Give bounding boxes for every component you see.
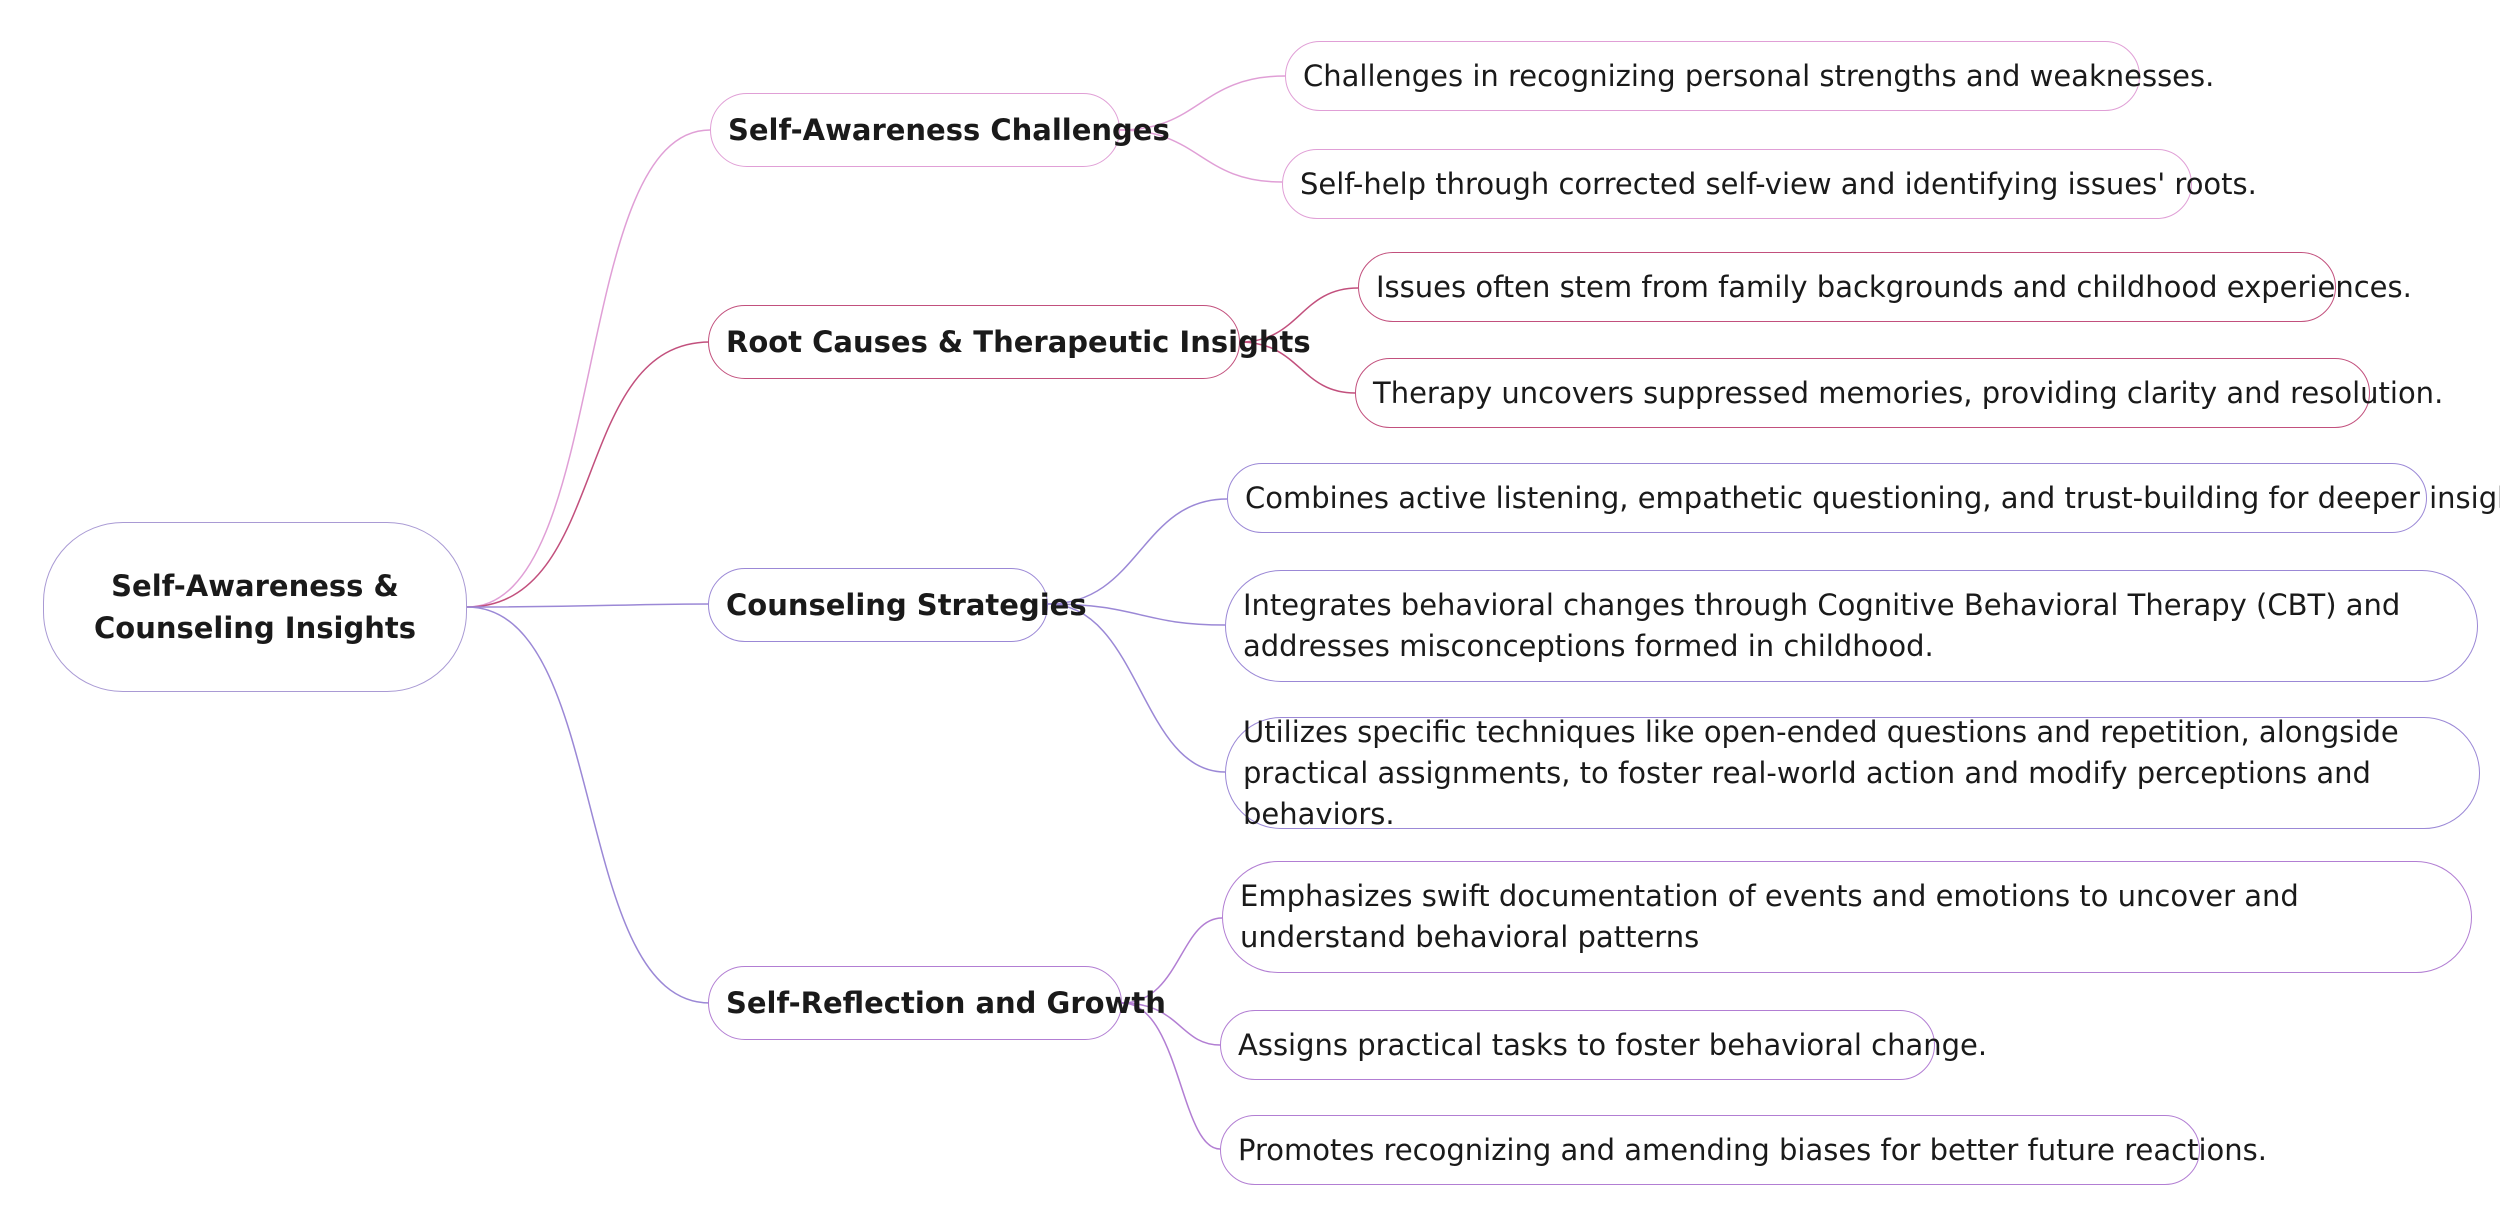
leaf-text: Promotes recognizing and amending biases… bbox=[1238, 1132, 2267, 1167]
leaf-node[interactable]: Issues often stem from family background… bbox=[1358, 252, 2412, 322]
branch-counseling-strategies[interactable]: Counseling Strategies bbox=[708, 568, 1087, 642]
leaf-node[interactable]: Integrates behavioral changes through Co… bbox=[1225, 570, 2478, 682]
branch-label: Self-Reflection and Growth bbox=[726, 986, 1166, 1020]
leaf-text: Challenges in recognizing personal stren… bbox=[1303, 58, 2215, 93]
branch-root-causes-therapeutic-insights[interactable]: Root Causes & Therapeutic Insights bbox=[708, 305, 1311, 379]
leaf-text: Assigns practical tasks to foster behavi… bbox=[1238, 1027, 1988, 1062]
leaf-text: Issues often stem from family background… bbox=[1376, 269, 2412, 304]
branch-label: Self-Awareness Challenges bbox=[728, 113, 1170, 147]
leaf-text: Integrates behavioral changes through Co… bbox=[1243, 588, 2401, 663]
leaf-text: Utilizes specific techniques like open-e… bbox=[1243, 714, 2399, 831]
link-root-branch-1 bbox=[466, 129, 711, 608]
leaf-node[interactable]: Challenges in recognizing personal stren… bbox=[1285, 41, 2214, 111]
leaf-node[interactable]: Utilizes specific techniques like open-e… bbox=[1225, 715, 2480, 831]
leaf-node[interactable]: Combines active listening, empathetic qu… bbox=[1227, 463, 2500, 533]
link-branch-3-leaf-1 bbox=[1047, 498, 1228, 605]
link-branch-4-leaf-2 bbox=[1121, 1002, 1221, 1046]
leaf-text: Combines active listening, empathetic qu… bbox=[1245, 480, 2500, 515]
branch-label: Counseling Strategies bbox=[726, 588, 1087, 622]
leaf-node[interactable]: Assigns practical tasks to foster behavi… bbox=[1220, 1010, 1987, 1080]
root-label: Self-Awareness & Counseling Insights bbox=[94, 569, 416, 645]
link-branch-1-leaf-2 bbox=[1119, 129, 1283, 183]
leaf-node[interactable]: Self-help through corrected self-view an… bbox=[1282, 149, 2257, 219]
link-branch-3-leaf-2 bbox=[1047, 603, 1226, 626]
branch-self-awareness-challenges[interactable]: Self-Awareness Challenges bbox=[710, 93, 1170, 167]
root-node[interactable]: Self-Awareness & Counseling Insights bbox=[43, 522, 467, 692]
link-branch-4-leaf-3 bbox=[1121, 1002, 1221, 1150]
link-root-branch-3 bbox=[466, 603, 711, 608]
link-branch-4-leaf-1 bbox=[1121, 917, 1223, 1004]
leaf-node[interactable]: Promotes recognizing and amending biases… bbox=[1220, 1115, 2267, 1185]
leaf-text: Self-help through corrected self-view an… bbox=[1300, 166, 2257, 201]
link-branch-3-leaf-3 bbox=[1047, 603, 1226, 773]
branch-label: Root Causes & Therapeutic Insights bbox=[726, 325, 1311, 359]
link-root-branch-4 bbox=[466, 606, 711, 1004]
link-branch-2-leaf-1 bbox=[1239, 287, 1359, 343]
leaf-text: Emphasizes swift documentation of events… bbox=[1240, 879, 2299, 954]
link-root-branch-2 bbox=[466, 341, 711, 608]
leaf-node[interactable]: Emphasizes swift documentation of events… bbox=[1222, 861, 2472, 973]
link-branch-2-leaf-2 bbox=[1239, 341, 1356, 394]
branch-self-reflection-and-growth[interactable]: Self-Reflection and Growth bbox=[708, 966, 1166, 1040]
leaf-node[interactable]: Therapy uncovers suppressed memories, pr… bbox=[1355, 358, 2443, 428]
leaf-text: Therapy uncovers suppressed memories, pr… bbox=[1373, 375, 2444, 410]
link-branch-1-leaf-1 bbox=[1119, 75, 1286, 131]
